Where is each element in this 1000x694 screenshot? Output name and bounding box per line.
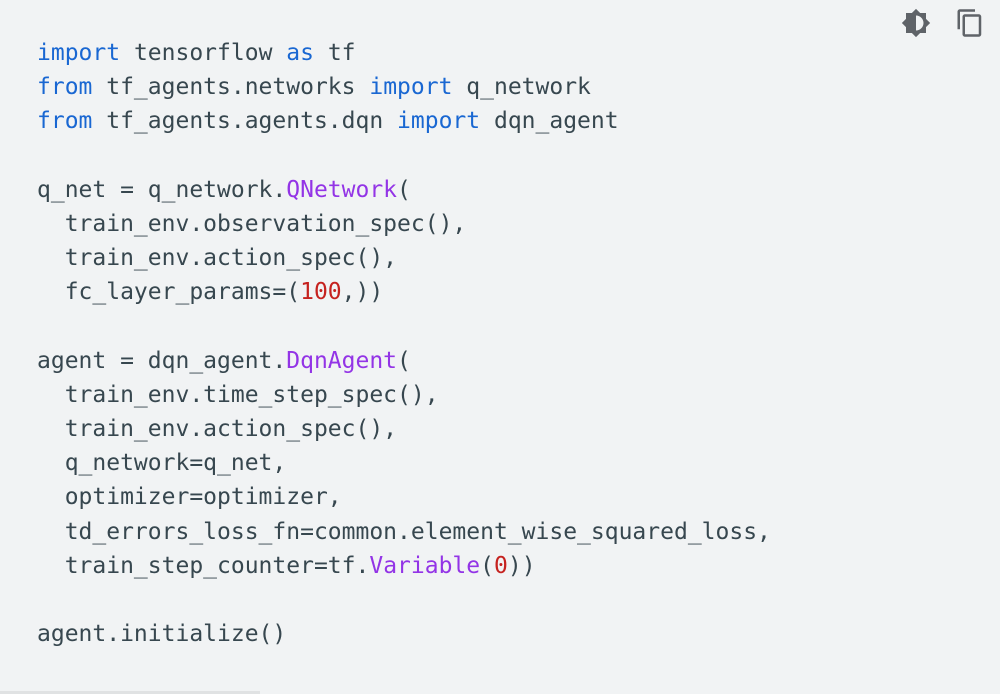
code-token: tensorflow — [120, 40, 287, 66]
code-token: optimizer=optimizer, — [37, 484, 342, 511]
code-line: q_network=q_net, — [37, 446, 771, 480]
code-line: fc_layer_params=(100,)) — [37, 275, 771, 309]
code-line: from tf_agents.networks import q_network — [37, 70, 771, 104]
code-token: train_env.action_spec(), — [37, 245, 398, 272]
code-token: train_env.time_step_spec(), — [37, 381, 439, 408]
code-token: )) — [507, 552, 536, 579]
code-line: import tensorflow as tf — [37, 36, 771, 70]
code-token: Variable — [369, 552, 481, 579]
code-line: train_step_counter=tf.Variable(0)) — [37, 549, 771, 583]
code-token: import — [397, 108, 481, 135]
code-token: import — [37, 40, 121, 66]
content-copy-icon — [957, 9, 982, 37]
code-token: train_env.action_spec(), — [37, 416, 398, 443]
code-line: td_errors_loss_fn=common.element_wise_sq… — [37, 515, 771, 549]
code-line — [37, 139, 771, 173]
code-token: tf — [313, 40, 356, 66]
code-token: from — [37, 74, 93, 101]
toggle-theme-button[interactable] — [900, 7, 932, 39]
code-line: from tf_agents.agents.dqn import dqn_age… — [37, 104, 771, 138]
code-token: ( — [480, 552, 494, 579]
code-line: train_env.time_step_spec(), — [37, 378, 771, 412]
brightness-medium-icon — [901, 8, 931, 38]
code-token: train_env.observation_spec(), — [37, 210, 467, 237]
code-token: from — [37, 108, 93, 135]
code-token: td_errors_loss_fn=common.element_wise_sq… — [37, 518, 771, 545]
code-token: ,)) — [341, 279, 384, 306]
code-token: agent = dqn_agent. — [37, 347, 287, 374]
code-token: train_step_counter=tf. — [37, 552, 370, 579]
code-token: as — [286, 40, 314, 66]
copy-code-button[interactable] — [954, 7, 986, 39]
code-line: agent = dqn_agent.DqnAgent( — [37, 344, 771, 378]
code-line — [37, 583, 771, 617]
code-token: tf_agents.networks — [92, 74, 370, 101]
code-line: train_env.action_spec(), — [37, 412, 771, 446]
code-token: q_net = q_network. — [37, 176, 287, 203]
horizontal-scrollbar[interactable] — [0, 691, 260, 694]
code-line: optimizer=optimizer, — [37, 480, 771, 514]
code-line: train_env.observation_spec(), — [37, 207, 771, 241]
code-line: q_net = q_network.QNetwork( — [37, 173, 771, 207]
code-token: agent.initialize() — [37, 621, 287, 648]
code-token: tf_agents.agents.dqn — [92, 108, 398, 135]
code-line: agent.initialize() — [37, 617, 771, 651]
code-token: ( — [397, 347, 411, 374]
code-token: QNetwork — [286, 176, 398, 203]
code-token: q_network — [452, 74, 591, 101]
code-token: import — [369, 74, 453, 101]
code-line — [37, 310, 771, 344]
code-token: DqnAgent — [286, 347, 398, 374]
code-token: 100 — [300, 279, 342, 306]
code-token: ( — [397, 176, 411, 203]
code-token: q_network=q_net, — [37, 450, 287, 477]
code-token: fc_layer_params=( — [37, 279, 301, 306]
code-toolbar — [900, 7, 986, 39]
code-token: dqn_agent — [480, 108, 619, 135]
code-line: train_env.action_spec(), — [37, 241, 771, 275]
code-token: 0 — [493, 552, 508, 579]
